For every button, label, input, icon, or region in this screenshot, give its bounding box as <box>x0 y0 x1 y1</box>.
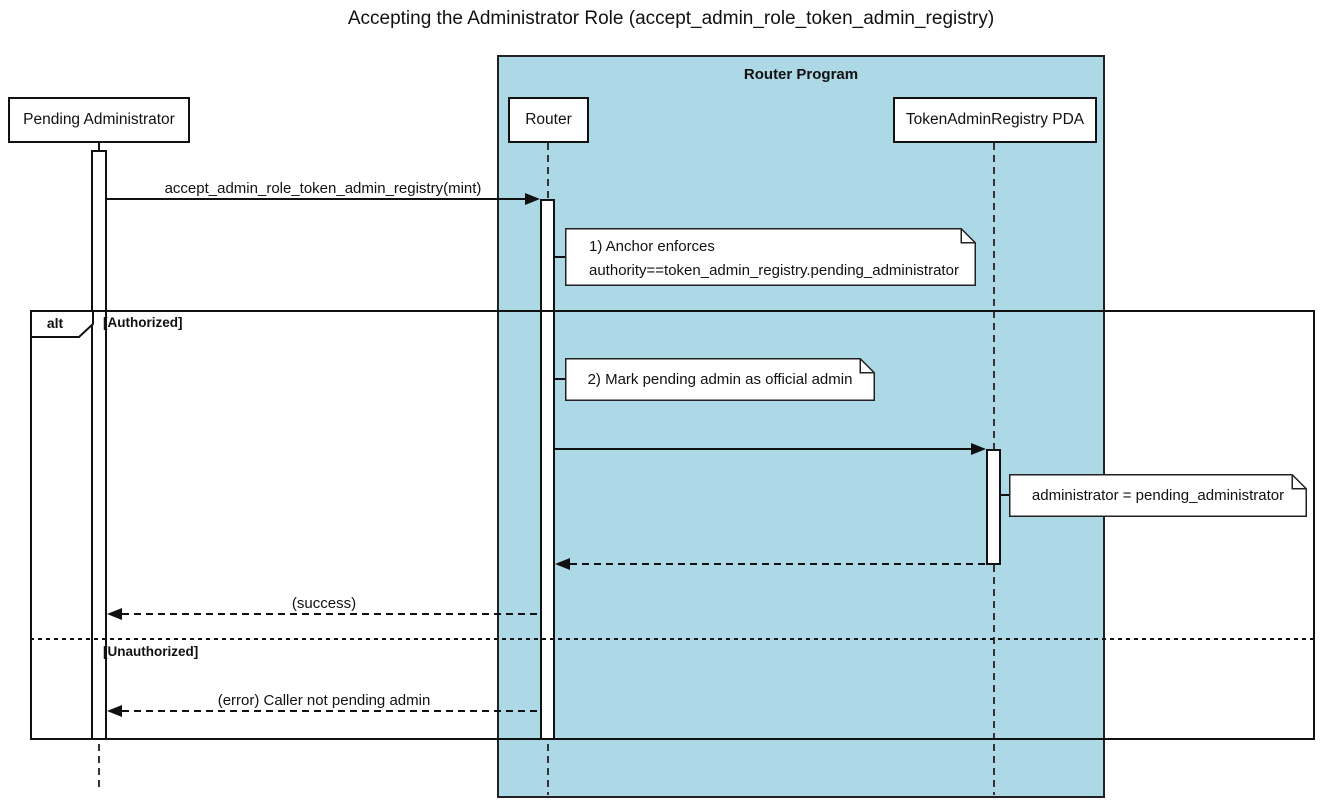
note-text: administrator = pending_administrator <box>1031 487 1285 504</box>
message-label-error: (error) Caller not pending admin <box>217 692 431 709</box>
message-line-accept-admin-role <box>107 198 526 200</box>
note-line: authority==token_admin_registry.pending_… <box>589 262 959 279</box>
arrowhead-left-icon <box>107 705 122 717</box>
note-shape <box>1009 474 1307 517</box>
note-connector <box>999 494 1009 496</box>
lifeline-pending-administrator <box>98 744 100 792</box>
alt-operator-label: alt <box>46 315 64 331</box>
note-mark-pending-admin: 2) Mark pending admin as official admin <box>565 358 875 401</box>
note-shape <box>565 228 976 286</box>
activation-token-admin-registry-pda <box>986 449 1001 565</box>
lifeline-router <box>547 143 549 200</box>
arrowhead-left-icon <box>555 558 570 570</box>
note-connector <box>553 256 565 258</box>
lifeline-pending-administrator <box>98 143 100 151</box>
note-connector <box>553 378 565 380</box>
alt-operator-pentagon: alt <box>30 310 94 338</box>
arrowhead-right-icon <box>525 193 540 205</box>
arrowhead-left-icon <box>107 608 122 620</box>
alt-divider <box>30 638 1315 640</box>
note-administrator-assignment: administrator = pending_administrator <box>1009 474 1307 517</box>
return-line-pda-to-router <box>570 563 986 565</box>
note-anchor-enforces: 1) Anchor enforces authority==token_admi… <box>565 228 976 286</box>
participant-token-admin-registry-pda: TokenAdminRegistry PDA <box>893 97 1097 143</box>
message-label-accept-admin-role: accept_admin_role_token_admin_registry(m… <box>164 180 482 197</box>
participant-label: Pending Administrator <box>23 111 175 128</box>
lifeline-router <box>547 744 549 795</box>
message-line-router-to-pda <box>555 448 972 450</box>
guard-authorized: [Authorized] <box>103 315 183 330</box>
diagram-title: Accepting the Administrator Role (accept… <box>347 8 995 29</box>
participant-router: Router <box>508 97 589 143</box>
guard-unauthorized: [Unauthorized] <box>103 644 199 659</box>
note-text: 1) Anchor enforces authority==token_admi… <box>565 228 976 286</box>
note-shape <box>565 358 875 401</box>
alt-frame <box>30 310 1315 740</box>
return-line-success <box>122 613 540 615</box>
lifeline-token-admin-registry-pda <box>993 565 995 740</box>
lifeline-token-admin-registry-pda <box>993 143 995 450</box>
message-label-success: (success) <box>291 595 357 612</box>
participant-label: TokenAdminRegistry PDA <box>905 111 1085 128</box>
group-box-router-program <box>497 55 1105 798</box>
note-text: 2) Mark pending admin as official admin <box>587 371 853 388</box>
group-label: Router Program <box>743 66 859 83</box>
alt-pentagon-shape <box>30 310 94 338</box>
participant-pending-administrator: Pending Administrator <box>8 97 190 143</box>
arrowhead-right-icon <box>971 443 986 455</box>
return-line-error <box>122 710 540 712</box>
participant-label: Router <box>525 111 572 128</box>
note-line: 1) Anchor enforces <box>589 238 715 255</box>
lifeline-token-admin-registry-pda <box>993 744 995 795</box>
